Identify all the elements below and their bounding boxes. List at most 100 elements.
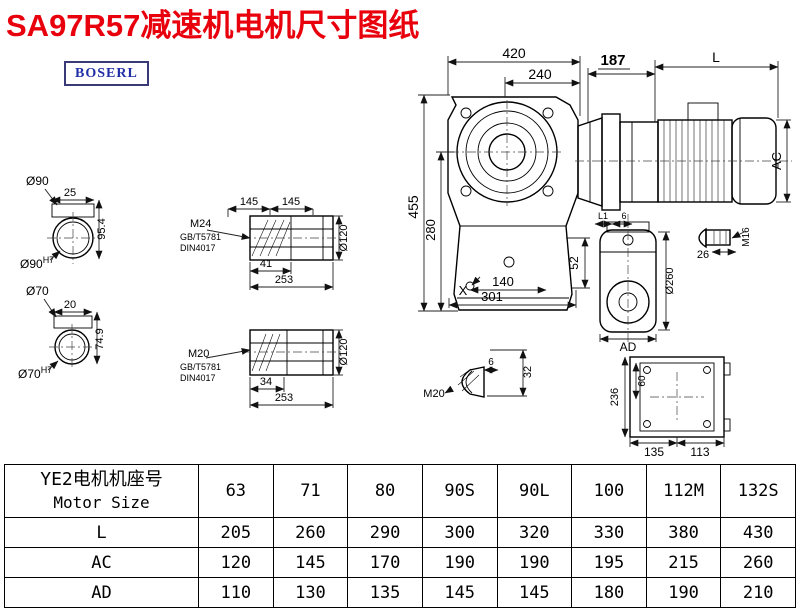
shaft-end-view-90: 25 95.4 Ø90 Ø90H7 (20, 174, 108, 271)
dia-120b-label: Ø120 (338, 339, 350, 366)
boserl-logo: BOSERL (64, 61, 149, 86)
thread-m20-bot-label: M20 (423, 388, 444, 400)
dim-l1-label: L1 (598, 211, 608, 221)
table-cell: 260 (272, 517, 349, 548)
thread-m24-label: M24 (190, 218, 211, 230)
motor-size-table: YE2电机机座号 Motor Size 63 71 80 90S 90L 100… (4, 464, 796, 608)
table-cell: 290 (347, 517, 423, 548)
hollow-shaft-section-m24: 145 145 Ø120 M24 GB/T5781 DIN4017 41 253 (180, 196, 350, 291)
dim-301-label: 301 (481, 289, 503, 304)
table-cell: 190 (421, 547, 498, 578)
table-cell: 170 (347, 547, 423, 578)
dim-113-label: 113 (690, 445, 709, 459)
header-label-cn: YE2电机机座号 (40, 469, 163, 490)
dim-20-label: 20 (64, 299, 76, 311)
m16-plug-detail: M16 26 (697, 227, 752, 261)
size-col-4: 90L (496, 464, 573, 518)
output-side-view: L1 6 Ø260 AD (594, 211, 676, 354)
dim-32-label: 32 (522, 366, 534, 378)
table-cell: 145 (421, 577, 498, 608)
size-col-5: 100 (571, 464, 647, 518)
table-cell: 330 (571, 517, 647, 548)
size-col-6: 112M (645, 464, 722, 518)
dim-140-label: 140 (492, 274, 514, 289)
dim-60-label: 60 (637, 375, 648, 387)
std-gb1-label: GB/T5781 (180, 232, 221, 242)
dia-260-label: Ø260 (664, 268, 676, 295)
dia-90-label: Ø90 (26, 174, 49, 188)
table-cell: 190 (496, 547, 573, 578)
dim-26-label: 26 (697, 249, 709, 261)
table-row-L: L 205 260 290 300 320 330 380 430 (4, 517, 796, 548)
table-cell: 320 (496, 517, 573, 548)
std-din1-label: DIN4017 (180, 243, 216, 253)
table-header-motor-size: YE2电机机座号 Motor Size (4, 464, 199, 518)
table-cell: 195 (571, 547, 647, 578)
hollow-shaft-section-m20: M20 GB/T5781 DIN4017 34 253 Ø120 (180, 329, 350, 409)
dim-95-4-label: 95.4 (96, 218, 108, 239)
std-din2-label: DIN4017 (180, 373, 216, 383)
table-cell: 110 (198, 577, 274, 608)
dim-6a-label: 6 (621, 211, 626, 221)
motor-side-view: 187 L AC (575, 49, 792, 211)
dia-120a-label: Ø120 (338, 225, 350, 252)
std-gb2-label: GB/T5781 (180, 362, 221, 372)
dim-280-label: 280 (423, 219, 438, 241)
row-label-AC: AC (4, 547, 199, 578)
thread-m20-mid-label: M20 (188, 348, 209, 360)
dia-90h7-label: Ø90H7 (20, 255, 54, 271)
dim-145a-label: 145 (240, 196, 258, 208)
table-row-AD: AD 110 130 135 145 145 180 190 210 (4, 577, 796, 608)
dim-74-9-label: 74.9 (94, 328, 106, 349)
table-cell: 135 (347, 577, 423, 608)
table-row-AC: AC 120 145 170 190 190 195 215 260 (4, 547, 796, 578)
size-col-1: 71 (272, 464, 349, 518)
dim-187-label: 187 (600, 52, 625, 69)
page-title: SA97R57减速机电机尺寸图纸 (6, 8, 420, 43)
dim-253a-label: 253 (275, 274, 293, 286)
table-header-row: YE2电机机座号 Motor Size 63 71 80 90S 90L 100… (4, 464, 796, 518)
dim-236-label: 236 (609, 388, 621, 406)
dim-ad-label: AD (620, 340, 637, 354)
table-cell: 300 (421, 517, 498, 548)
dia-70-label: Ø70 (26, 284, 49, 298)
table-cell: 190 (645, 577, 722, 608)
dim-455-label: 455 (405, 195, 421, 219)
dim-34-label: 34 (260, 376, 272, 388)
row-label-L: L (4, 517, 199, 548)
dim-ac-label: AC (769, 152, 784, 170)
size-col-7: 132S (720, 464, 796, 518)
shaft-end-view-70: 20 74.9 Ø70 Ø70H7 (18, 284, 106, 381)
dim-253b-label: 253 (275, 392, 293, 404)
size-col-2: 80 (347, 464, 423, 518)
size-col-3: 90S (421, 464, 498, 518)
dim-52-label: 52 (567, 256, 581, 270)
dim-420-label: 420 (502, 45, 526, 61)
gearbox-front-view: 420 240 455 280 52 140 301 X (405, 45, 590, 312)
dim-x-label: X (459, 283, 468, 298)
motor-flange-view: 236 60 135 113 (609, 356, 731, 459)
dim-25-label: 25 (64, 187, 76, 199)
dim-145b-label: 145 (282, 196, 300, 208)
dim-41-label: 41 (260, 258, 272, 270)
dim-l-label: L (712, 49, 720, 65)
table-cell: 380 (645, 517, 722, 548)
dim-135-label: 135 (644, 445, 664, 459)
dim-240-label: 240 (528, 66, 552, 82)
header-label-en: Motor Size (53, 493, 150, 512)
dim-6b-label: 6 (488, 357, 494, 368)
table-cell: 145 (272, 547, 349, 578)
size-col-0: 63 (198, 464, 274, 518)
table-cell: 260 (720, 547, 796, 578)
m20-plug-detail: M20 6 32 (423, 349, 534, 400)
table-cell: 180 (571, 577, 647, 608)
table-cell: 130 (272, 577, 349, 608)
table-cell: 205 (198, 517, 274, 548)
table-cell: 215 (645, 547, 722, 578)
table-cell: 210 (720, 577, 796, 608)
dia-70h7-label: Ø70H7 (18, 365, 52, 381)
table-cell: 120 (198, 547, 274, 578)
table-cell: 145 (496, 577, 573, 608)
